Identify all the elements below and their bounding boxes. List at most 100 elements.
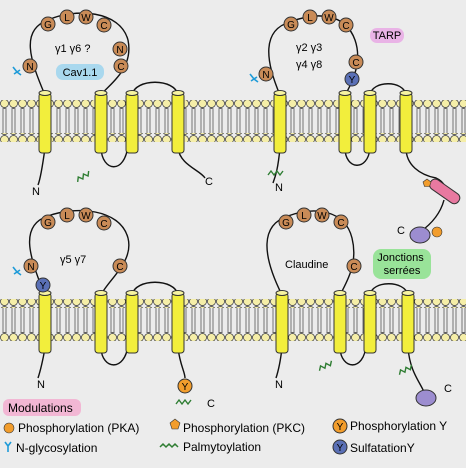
residue-label: W [81,211,91,222]
n-glyco-residue: N [12,258,39,276]
sulfation-site: Y [344,71,360,87]
residue-label: L [64,13,70,24]
residue-label: C [100,21,107,32]
c-terminus-label: C [444,383,452,395]
panel-cav: G L W C N C N γ1 γ6 ? Cav1.1 N C [12,9,213,198]
glycosylation-fork-icon [4,441,12,452]
glycosylation-fork-icon [249,73,259,83]
residue-label: G [44,218,52,229]
panel-tarp: G L W C C N Y γ2 γ3 γ4 γ8 TARP N C [249,9,461,244]
zigzag-icon [76,170,90,183]
legend-label: Phosphorylation Y [350,419,447,433]
badge-line: serrées [384,265,421,277]
legend-label: N-glycosylation [16,441,97,455]
zigzag-icon [267,169,284,177]
junction-badge [373,249,431,279]
orange-circle-icon [3,422,15,434]
residue-marker [113,58,129,74]
orange-circle-y-icon [332,418,348,434]
helix-group [275,290,415,354]
residue-marker [78,9,94,25]
residue-label: L [307,13,313,24]
zigzag-icon [318,360,333,371]
panel-claudin: G L W C C Claudine Jonctions serrées N C [266,207,452,407]
residue-marker [78,207,94,223]
residue-marker [333,214,349,230]
blue-circle-y-icon [344,71,360,87]
residue-label: G [282,218,290,229]
loop-residues: G L W C C [40,207,128,274]
residue-label: L [301,211,307,222]
subunit-label: γ2 γ3 [296,42,322,54]
zigzag-icon [398,364,413,375]
residue-marker [278,214,294,230]
residue-label: C [342,21,349,32]
glycosylation-fork-icon [12,66,22,76]
loop-residues: G L W C C [278,207,362,274]
cav-badge [56,64,104,80]
svg-text:Y: Y [40,281,47,292]
c-terminal-domain [409,226,431,244]
phospho-y-site: Y [177,378,193,394]
badge-label: Cav1.1 [63,67,98,79]
subunit-label: γ5 γ7 [60,254,86,266]
residue-marker [40,214,56,230]
residue-label: W [81,13,91,24]
loop-residues: G L W C C [283,9,364,70]
c-terminal-domain [415,389,437,407]
orange-circle-y-icon [177,378,193,394]
badge-label: Jonctions serrées [377,252,427,277]
residue-marker [112,258,128,274]
protein-chain [28,209,186,379]
residue-label: C [337,218,344,229]
residue-label: C [350,262,357,273]
residue-marker [96,215,112,231]
subunit-label: γ1 γ6 ? [55,43,90,55]
residue-marker [348,54,364,70]
panel-gamma5: G L W C C N Y γ5 γ7 N C Y [12,207,215,410]
residue-marker [40,16,56,32]
residue-label: W [317,211,327,222]
residue-marker [296,207,312,223]
c-terminus-label: C [207,398,215,410]
loop-residues: G L W C N C [40,9,129,74]
helix-group [273,90,413,154]
sulfation-site: Y [35,277,51,293]
protein-chain [268,15,447,199]
n-terminus-label: N [37,379,45,391]
n-terminus-label: N [32,186,40,198]
svg-text:N: N [26,62,33,73]
residue-label: G [44,20,52,31]
n-terminus-label: N [275,379,283,391]
badge-label: TARP [373,30,402,42]
residue-label: C [352,58,359,69]
badge-line: Jonctions [377,252,424,264]
membrane-top [0,100,466,142]
subunit-label: Claudine [285,259,328,271]
residue-marker [112,41,128,57]
residue-marker [314,207,330,223]
blue-circle-y-icon [35,277,51,293]
svg-text:Y: Y [349,75,356,86]
svg-text:N: N [262,70,269,81]
orange-pentagon-icon [169,418,181,430]
n-glyco-residue: N [12,58,38,76]
n-glyco-residue: N [249,66,274,83]
blue-circle-y-icon [332,439,348,455]
residue-marker [346,258,362,274]
residue-marker [59,9,75,25]
legend: Modulations Phosphorylation (PKA) Phosph… [3,399,447,455]
tarp-badge [370,28,404,43]
helix-group [38,290,185,354]
c-terminus-label: C [397,225,405,237]
legend-symbol: Y [337,422,344,433]
pdz-domain [429,178,461,205]
subunit-label: γ4 γ8 [296,59,322,71]
residue-marker [96,17,112,33]
legend-label: SulfatationY [350,441,415,455]
n-terminus-label: N [275,182,283,194]
residue-label: C [100,219,107,230]
residue-marker [338,17,354,33]
legend-title: Modulations [8,401,73,415]
